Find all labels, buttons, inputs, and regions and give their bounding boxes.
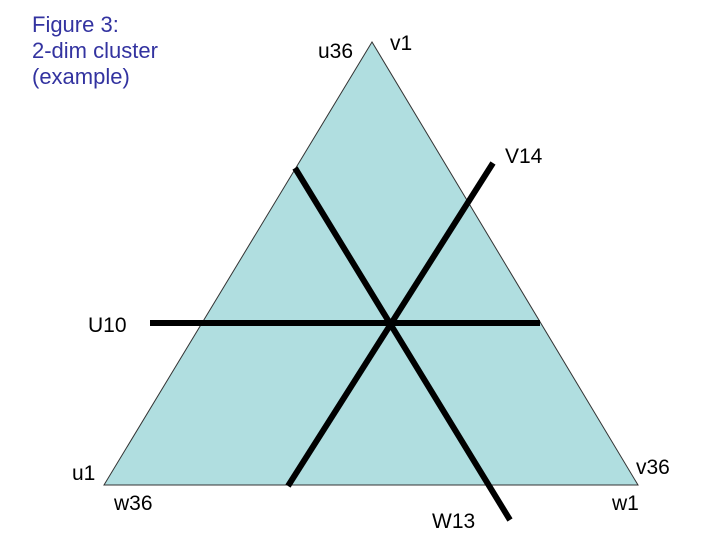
label-v36: v36: [636, 456, 670, 479]
label-w13: W13: [432, 510, 475, 533]
label-u36: u36: [318, 40, 353, 63]
figure-caption: Figure 3: 2-dim cluster (example): [32, 12, 158, 90]
label-v14: V14: [505, 145, 543, 168]
caption-line-1: Figure 3:: [32, 12, 119, 37]
label-w1: w1: [611, 492, 639, 515]
triangle: [103, 41, 639, 486]
w13-line: [292, 166, 513, 522]
label-u1: u1: [72, 462, 95, 485]
label-v1: v1: [390, 32, 412, 55]
caption-line-3: (example): [32, 64, 130, 89]
caption-line-2: 2-dim cluster: [32, 38, 158, 63]
label-u10: U10: [88, 314, 127, 337]
label-w36: w36: [113, 492, 153, 515]
